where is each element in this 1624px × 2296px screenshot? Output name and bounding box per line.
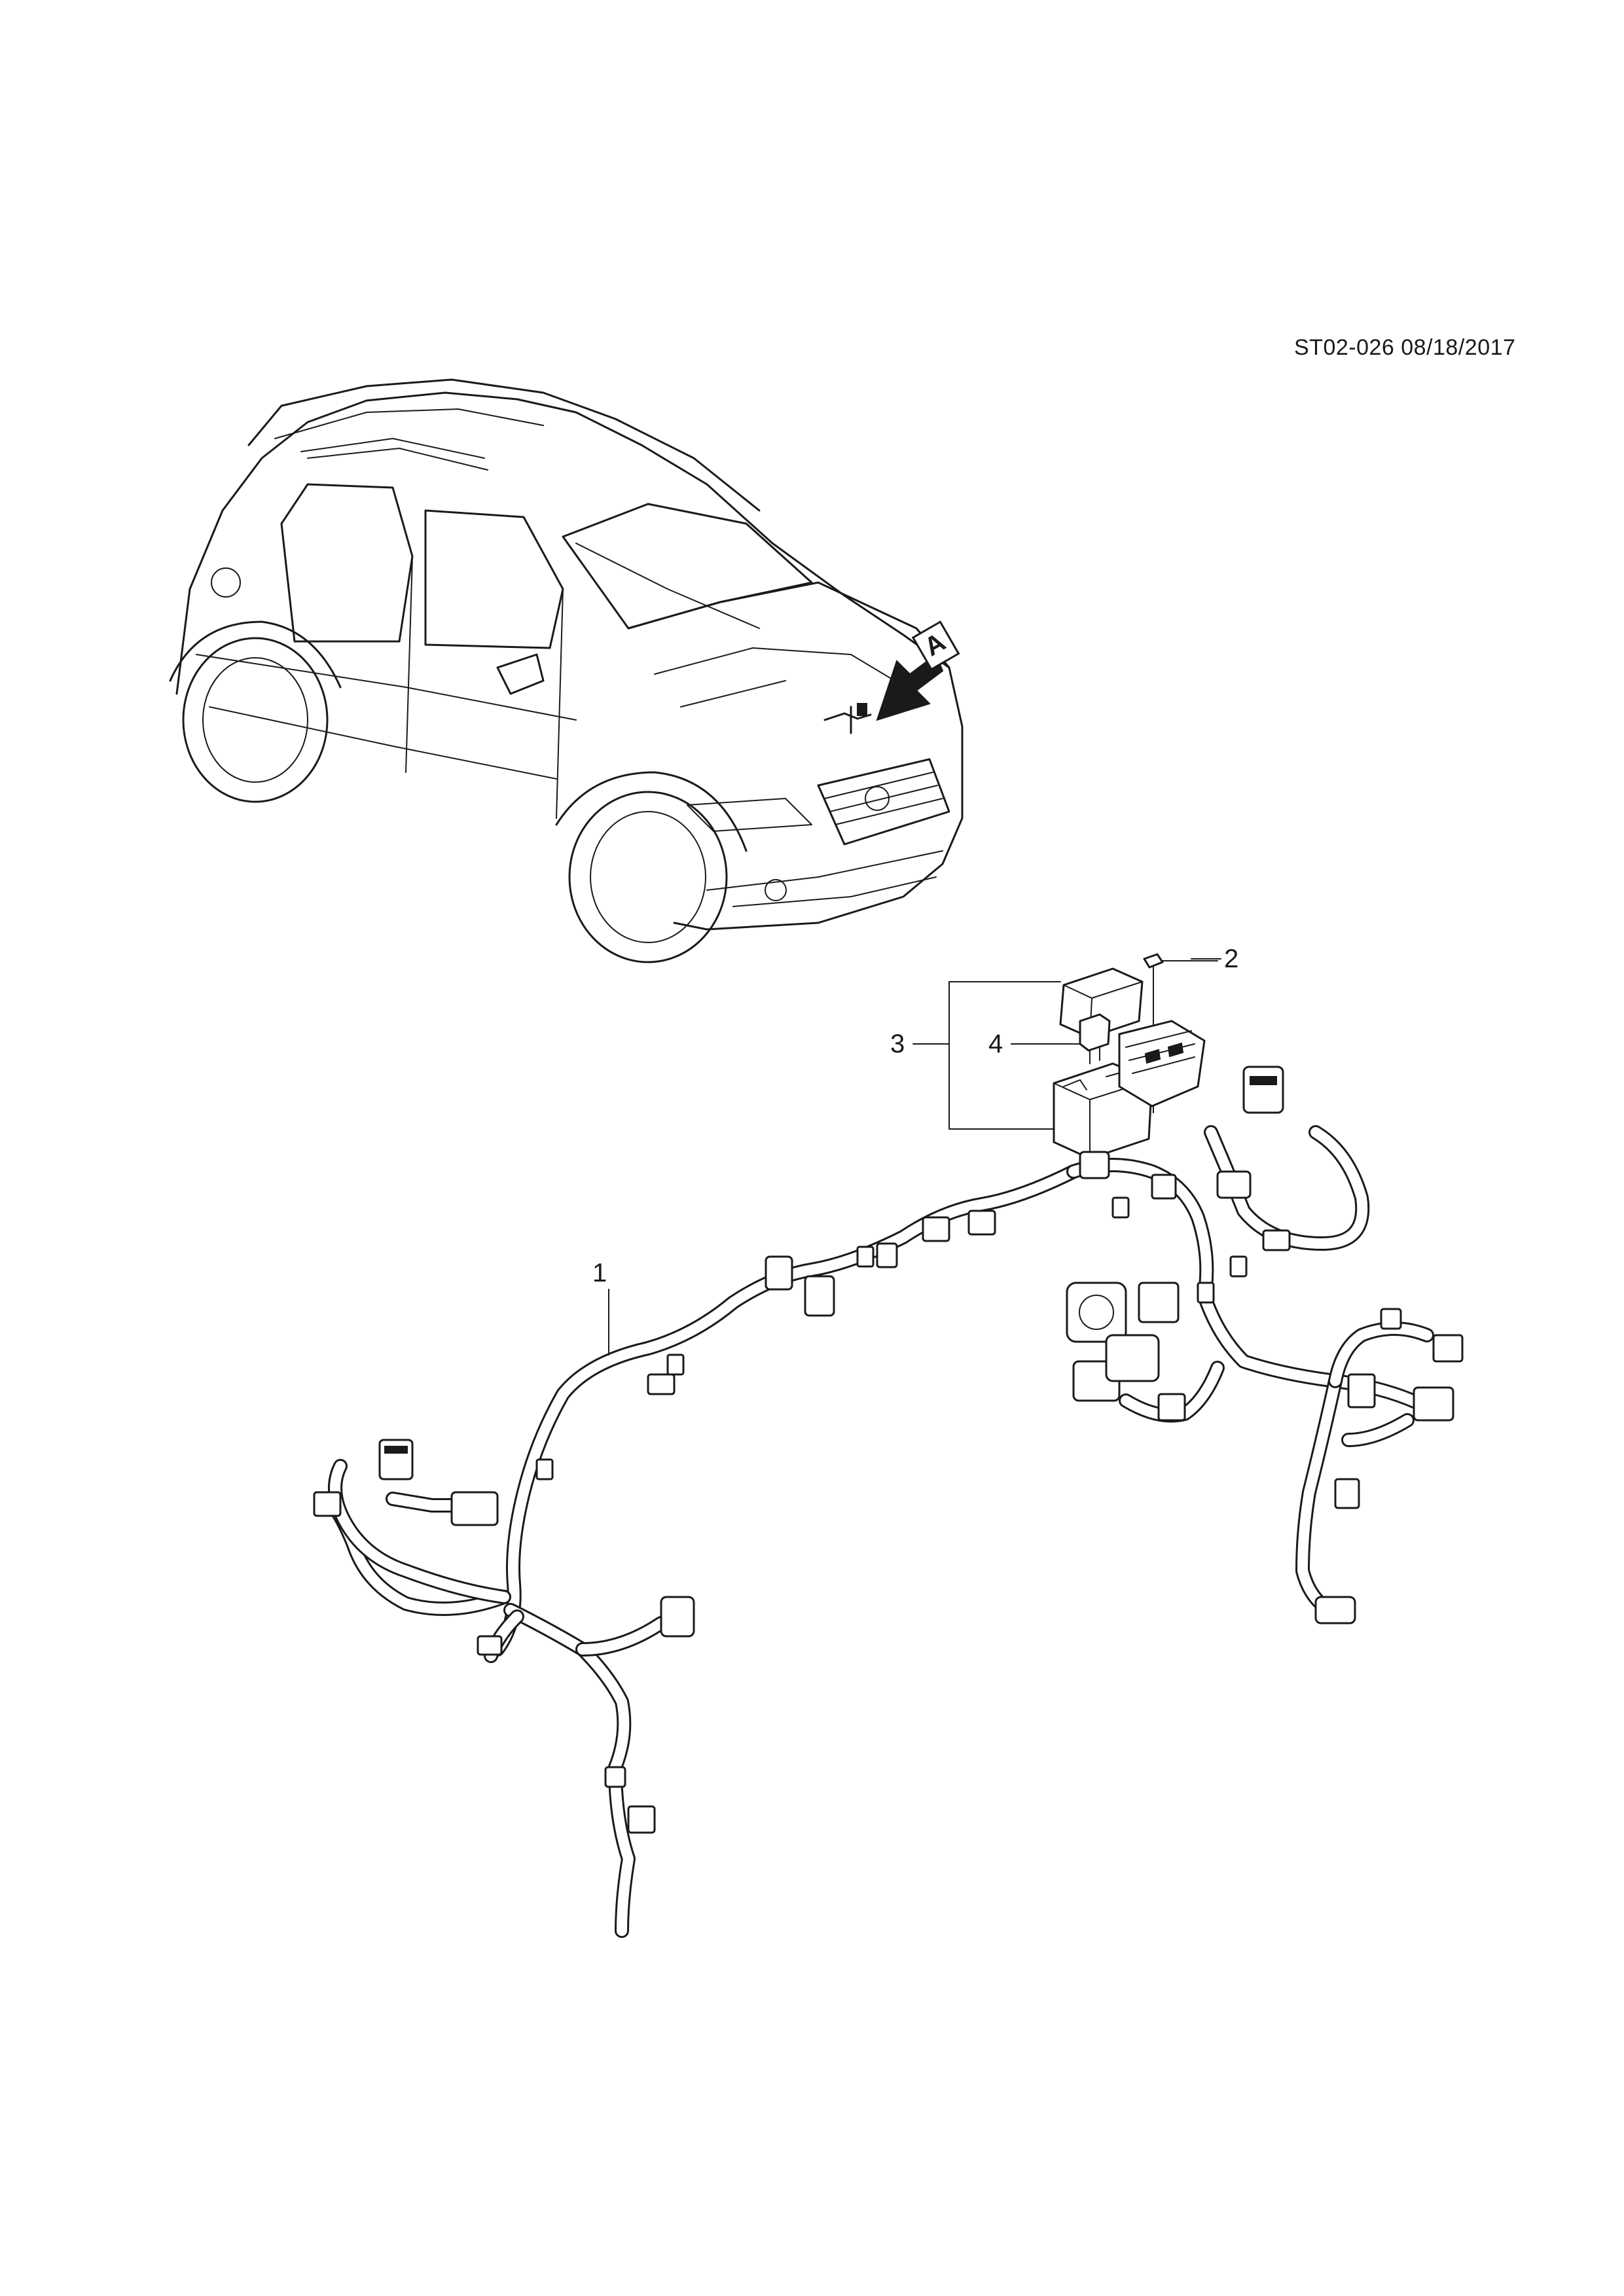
harness-connectors — [313, 1066, 1464, 1834]
relay — [1079, 1013, 1111, 1064]
harness-location-mark — [823, 706, 872, 734]
front-wheel — [555, 771, 748, 963]
callout-1: 1 — [592, 1259, 607, 1287]
callout-4: 4 — [988, 1030, 1003, 1058]
fuse-relay-box — [1053, 1020, 1206, 1160]
wiring-harness — [313, 1066, 1464, 1938]
diagram-caption: ST02-026 08/18/2017 — [1294, 335, 1516, 360]
view-arrow-a — [876, 620, 960, 721]
callout-2: 2 — [1224, 944, 1239, 973]
rear-wheel — [169, 620, 342, 803]
harness-clips — [535, 1196, 1248, 1480]
vehicle-illustration — [169, 378, 964, 963]
callout-3: 3 — [890, 1030, 905, 1058]
screw — [1143, 953, 1164, 1002]
